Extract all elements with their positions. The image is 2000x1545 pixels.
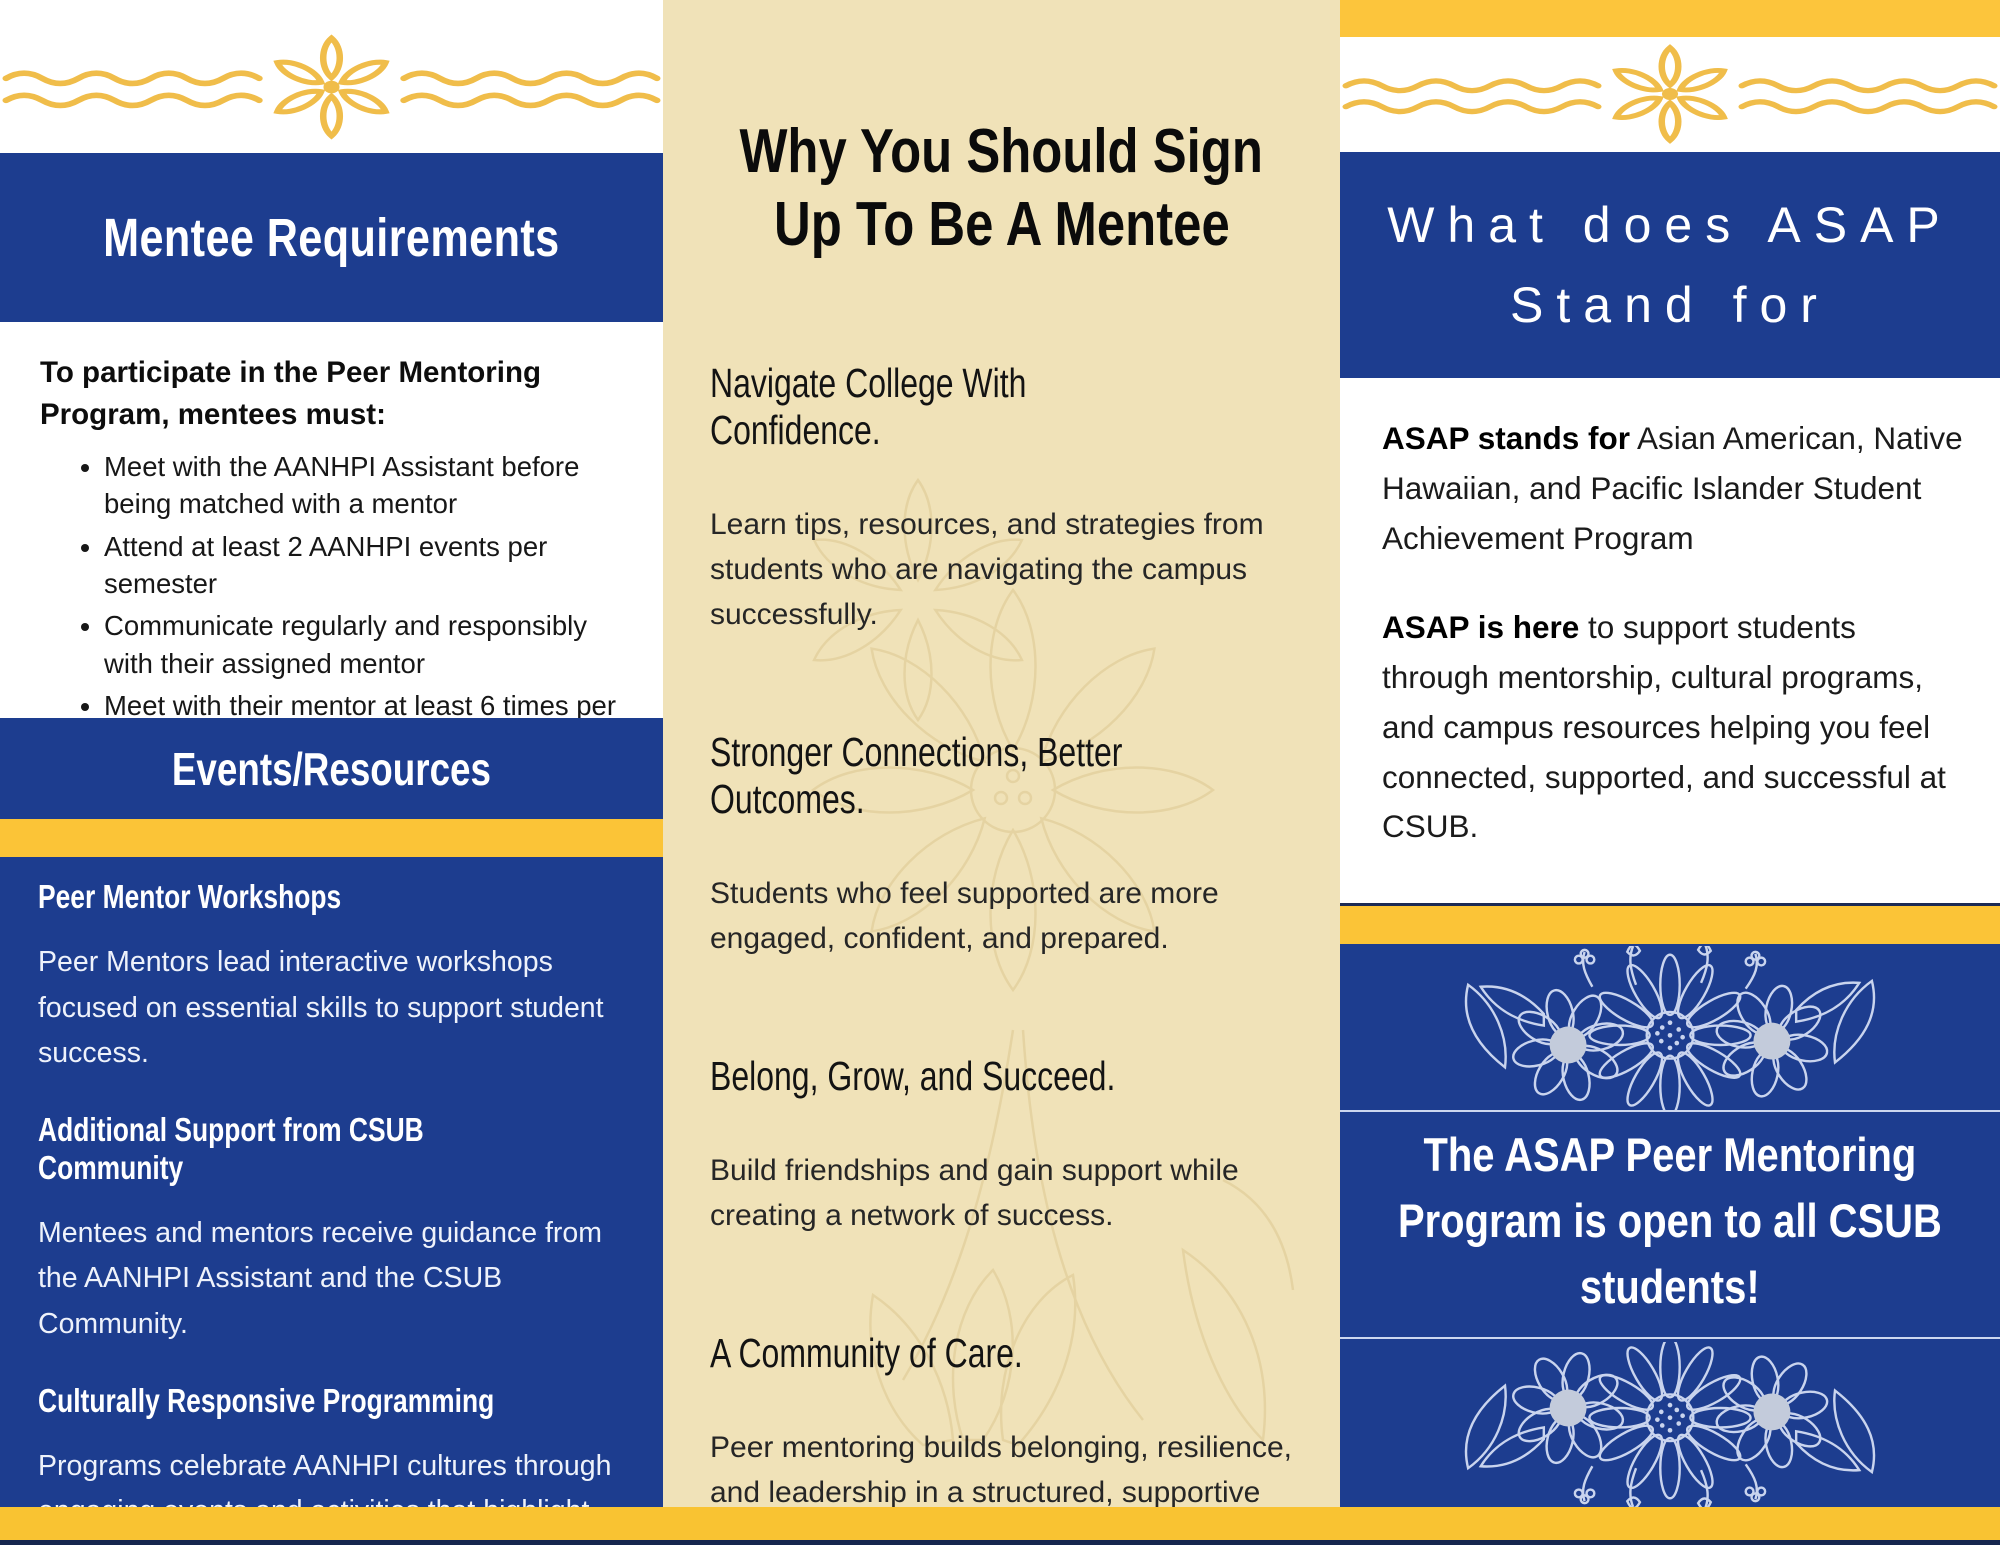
benefit-heading: Belong, Grow, and Succeed. bbox=[710, 1053, 1116, 1099]
gold-top-bar bbox=[1340, 0, 2000, 37]
list-item: Meet with the AANHPI Assistant before be… bbox=[104, 448, 632, 523]
bottom-gold-band bbox=[0, 1507, 2000, 1540]
requirements-intro: To participate in the Peer Mentoring Pro… bbox=[40, 356, 542, 431]
benefit-heading: Stronger Connections, Better Outcomes. bbox=[710, 729, 1123, 822]
event-item-title: Culturally Responsive Programming bbox=[38, 1381, 495, 1419]
what-is-asap-title: What does ASAP Stand for bbox=[1387, 197, 1953, 333]
benefits-list: Navigate College With Confidence. Learn … bbox=[710, 360, 1300, 1545]
flower-bouquet-icon bbox=[1464, 946, 1876, 1111]
asap-is-here-paragraph: ASAP is here to support students through… bbox=[1382, 609, 1946, 845]
navy-hairline bbox=[1340, 903, 2000, 906]
asap-is-here-lead: ASAP is here bbox=[1382, 609, 1580, 646]
gold-accent-bar bbox=[0, 819, 663, 857]
benefit-body: Students who feel supported are more eng… bbox=[710, 877, 1219, 955]
event-item-body: Peer Mentors lead interactive workshops … bbox=[38, 946, 604, 1070]
flower-bouquet-icon bbox=[1464, 1342, 1876, 1507]
event-item-body: Mentees and mentors receive guidance fro… bbox=[38, 1216, 602, 1340]
mentee-requirements-title: Mentee Requirements bbox=[103, 207, 560, 268]
events-content: Peer Mentor Workshops Peer Mentors lead … bbox=[38, 870, 630, 1545]
benefit-body: Learn tips, resources, and strategies fr… bbox=[710, 508, 1264, 631]
wave-flower-divider-icon bbox=[2, 34, 661, 140]
asap-stands-for-lead: ASAP stands for bbox=[1382, 420, 1630, 456]
asap-stands-for-paragraph: ASAP stands for Asian American, Native H… bbox=[1382, 420, 1963, 556]
wave-flower-divider-icon bbox=[1342, 44, 1998, 144]
event-item-title: Peer Mentor Workshops bbox=[38, 878, 342, 915]
why-sign-up-title: Why You Should Sign Up To Be A Mentee bbox=[739, 117, 1264, 259]
events-resources-header-bar: Events/Resources bbox=[0, 718, 663, 819]
what-is-asap-header-bar: What does ASAP Stand for bbox=[1340, 152, 2000, 378]
benefit-body: Build friendships and gain support while… bbox=[710, 1154, 1239, 1232]
divider-line bbox=[1340, 1110, 2000, 1112]
list-item: Communicate regularly and responsibly wi… bbox=[104, 607, 632, 682]
mentee-requirements-header-bar: Mentee Requirements bbox=[0, 153, 663, 322]
open-to-all-banner: The ASAP Peer Mentoring Program is open … bbox=[1398, 1128, 1942, 1313]
benefit-heading: Navigate College With Confidence. bbox=[710, 360, 1027, 453]
events-resources-title: Events/Resources bbox=[171, 742, 492, 795]
requirements-section: To participate in the Peer Mentoring Pro… bbox=[40, 352, 632, 767]
benefit-heading: A Community of Care. bbox=[710, 1330, 1023, 1376]
event-item-title: Additional Support from CSUB Community bbox=[38, 1110, 424, 1186]
requirements-list: Meet with the AANHPI Assistant before be… bbox=[40, 448, 632, 762]
panel-mentee-requirements: Mentee Requirements To participate in th… bbox=[0, 0, 663, 1545]
panel-why-sign-up: Why You Should Sign Up To Be A Mentee Na… bbox=[663, 0, 1340, 1545]
panel-what-is-asap: What does ASAP Stand for ASAP stands for… bbox=[1340, 0, 2000, 1545]
events-resources-section: Events/Resources Peer Mentor Workshops P… bbox=[0, 718, 663, 1545]
list-item: Attend at least 2 AANHPI events per seme… bbox=[104, 528, 632, 603]
asap-description: ASAP stands for Asian American, Native H… bbox=[1382, 414, 1968, 892]
divider-line bbox=[1340, 1337, 2000, 1339]
open-to-all-section: The ASAP Peer Mentoring Program is open … bbox=[1340, 944, 2000, 1507]
bottom-navy-strip bbox=[0, 1540, 2000, 1545]
gold-accent-bar bbox=[1340, 906, 2000, 944]
